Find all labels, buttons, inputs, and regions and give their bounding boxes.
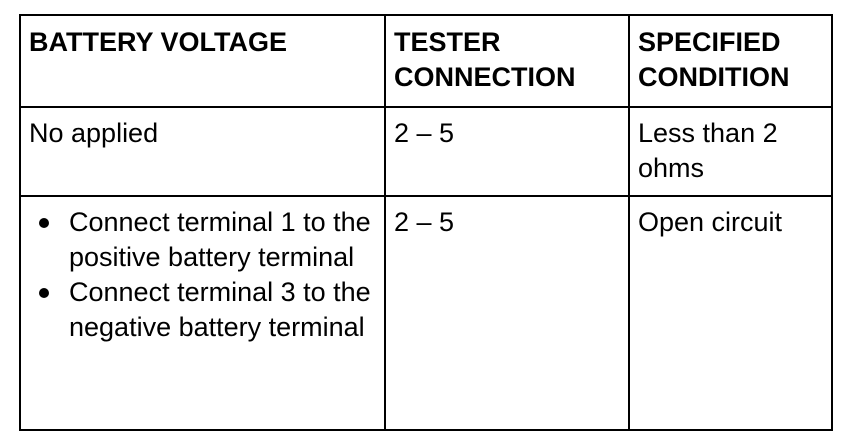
steps-list: Connect terminal 1 to the positive batte… bbox=[29, 205, 376, 345]
cell-battery-voltage: No applied bbox=[19, 106, 386, 197]
list-item: Connect terminal 3 to the negative batte… bbox=[29, 275, 376, 345]
cell-tester-connection: 2 – 5 bbox=[384, 106, 630, 197]
cell-specified-condition: Less than 2 ohms bbox=[628, 106, 833, 197]
bullet-icon bbox=[39, 218, 49, 228]
bullet-icon bbox=[39, 288, 49, 298]
header-specified-condition: SPECIFIED CONDITION bbox=[628, 14, 833, 108]
cell-specified-condition: Open circuit bbox=[628, 195, 833, 431]
header-row: BATTERY VOLTAGE TESTER CONNECTION SPECIF… bbox=[19, 14, 833, 108]
cell-battery-voltage: Connect terminal 1 to the positive batte… bbox=[19, 195, 386, 431]
step-text: Connect terminal 3 to the negative batte… bbox=[69, 277, 371, 342]
step-text: Connect terminal 1 to the positive batte… bbox=[69, 207, 371, 272]
cell-tester-connection: 2 – 5 bbox=[384, 195, 630, 431]
header-battery-voltage: BATTERY VOLTAGE bbox=[19, 14, 386, 108]
list-item: Connect terminal 1 to the positive batte… bbox=[29, 205, 376, 275]
header-tester-connection: TESTER CONNECTION bbox=[384, 14, 630, 108]
specification-table: BATTERY VOLTAGE TESTER CONNECTION SPECIF… bbox=[19, 14, 833, 431]
table-row: No applied 2 – 5 Less than 2 ohms bbox=[19, 106, 833, 197]
table-row: Connect terminal 1 to the positive batte… bbox=[19, 195, 833, 431]
